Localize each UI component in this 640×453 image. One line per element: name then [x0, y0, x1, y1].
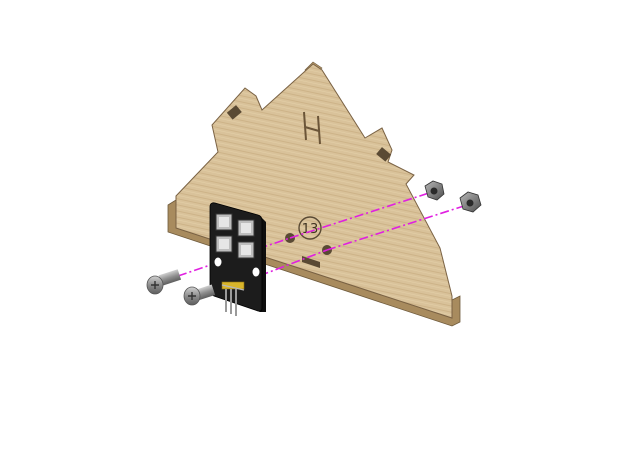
panel-letter-text: H: [0, 0, 1, 1]
screw-upper: [146, 269, 182, 295]
panel-letter: H: [0, 0, 321, 145]
keypad-module: [209, 202, 266, 316]
module-button-4: [237, 241, 255, 259]
pin-header: [221, 281, 245, 316]
module-button-3: [215, 235, 233, 253]
hex-nut-upper: [424, 180, 445, 201]
part-number-text: 13: [302, 222, 319, 237]
module-button-1: [215, 213, 233, 231]
module-button-2: [237, 219, 255, 237]
guide-line-nut-lower: [326, 203, 471, 251]
panel-face: [175, 63, 453, 319]
part-number-badge: 13: [298, 216, 322, 240]
wire-slot: [302, 256, 320, 268]
wood-panel: H 13: [0, 0, 461, 327]
module-hole-left: [214, 257, 222, 267]
left-tab-slot: [226, 105, 242, 120]
module-hole-right: [252, 267, 260, 277]
right-tab-slot: [376, 147, 392, 162]
screw-lower: [183, 284, 216, 306]
hex-nut-lower: [459, 191, 482, 213]
guide-line-nut-upper: [289, 191, 433, 239]
